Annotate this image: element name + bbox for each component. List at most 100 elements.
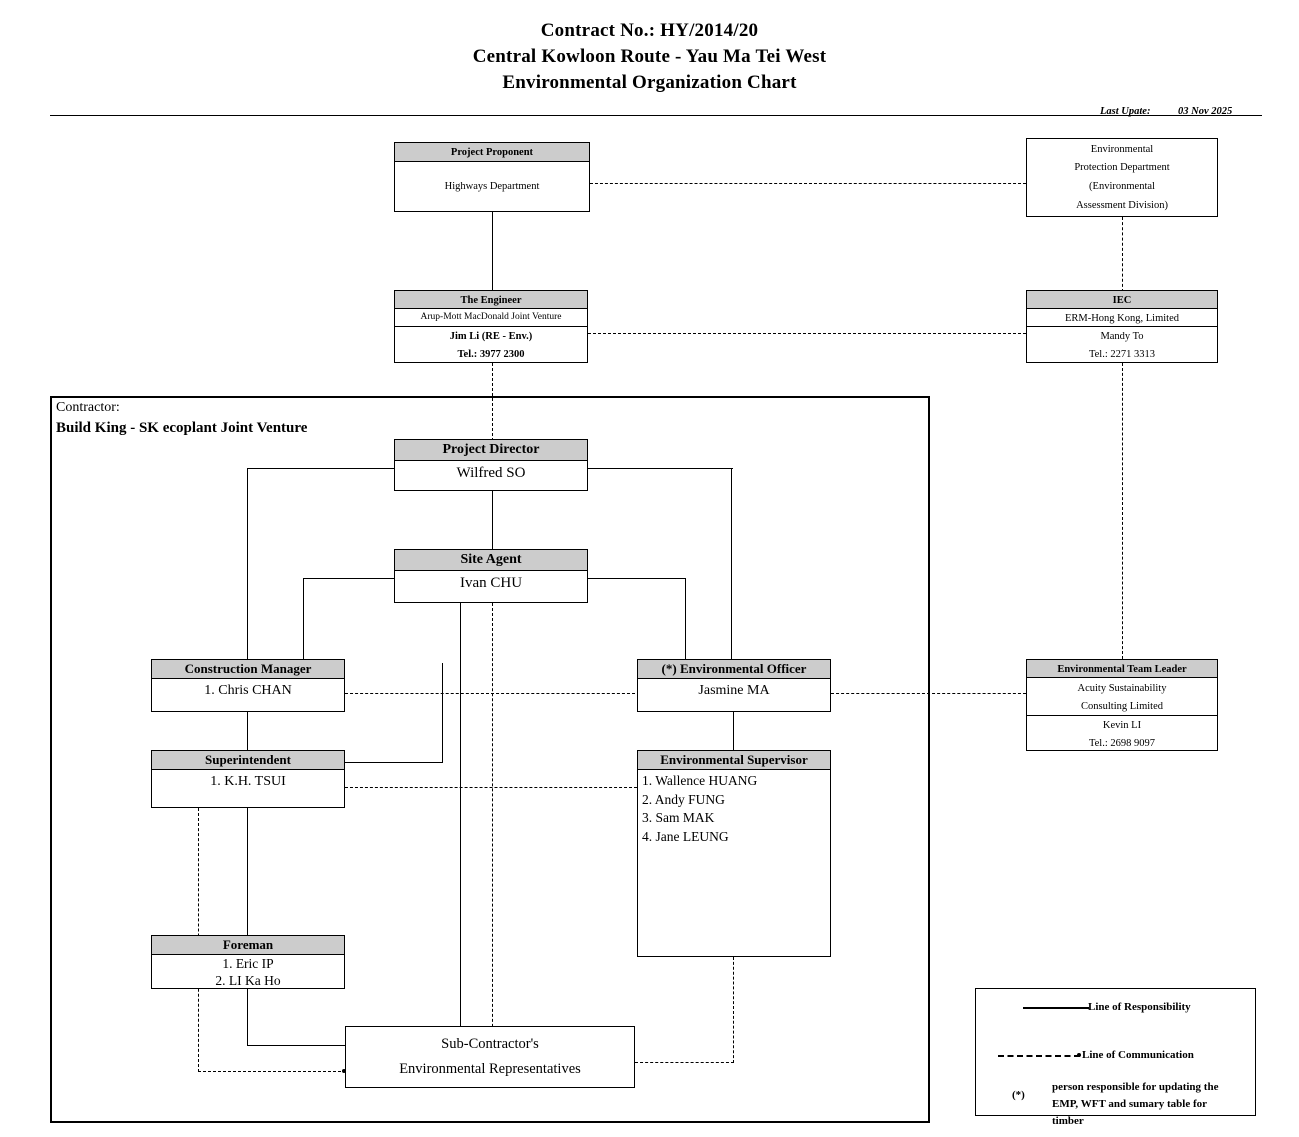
etl-company-line-1: Acuity Sustainability — [1077, 683, 1167, 694]
etl-tel: Tel.: 2698 9097 — [1088, 738, 1156, 749]
page-title: Contract No.: HY/2014/20 Central Kowloon… — [0, 18, 1299, 96]
supervisor-member-2: 2. Andy FUNG — [642, 791, 725, 807]
connector-supervisor-sub-dashed-v — [733, 957, 734, 1063]
project-proponent-body: Highways Department — [444, 180, 540, 192]
connector-foreman-sub-h — [247, 1045, 345, 1046]
connector-siteagent-left-v — [303, 578, 304, 663]
connector-proponent-epd — [590, 183, 1026, 184]
connector-superintendent-supervisor-dashed — [345, 787, 637, 788]
legend-asterisk-note: person responsible for updating the EMP,… — [1052, 1081, 1219, 1127]
supervisor-member-3: 3. Sam MAK — [642, 810, 715, 825]
etl-header: Environmental Team Leader — [1027, 660, 1217, 678]
title-line-2: Central Kowloon Route - Yau Ma Tei West — [472, 46, 827, 67]
project-director-header: Project Director — [395, 440, 587, 461]
connector-engineer-iec — [588, 333, 1026, 334]
construction-manager-header: Construction Manager — [152, 660, 344, 679]
project-proponent-header: Project Proponent — [395, 143, 589, 162]
project-director-person: Wilfred SO — [456, 465, 526, 481]
title-line-1: Contract No.: HY/2014/20 — [540, 20, 759, 41]
title-line-3: Environmental Organization Chart — [502, 72, 797, 93]
connector-cm-superintendent — [247, 712, 248, 754]
engineer-tel: Tel.: 3977 2300 — [457, 349, 525, 360]
legend-communication-label: Line of Communication — [1082, 1049, 1194, 1061]
node-superintendent[interactable]: Superintendent 1. K.H. TSUI — [151, 750, 345, 808]
connector-supervisor-sub-dashed-h — [635, 1062, 734, 1063]
sub-contractor-line-2: Environmental Representatives — [399, 1061, 581, 1077]
contractor-name: Build King - SK ecoplant Joint Venture — [56, 420, 308, 436]
epd-line-2: Protection Department — [1074, 162, 1170, 173]
connector-siteagent-right-v — [685, 578, 686, 663]
environmental-supervisor-header: Environmental Supervisor — [638, 751, 830, 770]
node-environmental-supervisor[interactable]: Environmental Supervisor 1. Wallence HUA… — [637, 750, 831, 957]
foreman-member-2: 2. LI Ka Ho — [215, 973, 281, 988]
superintendent-person: 1. K.H. TSUI — [210, 774, 286, 789]
environmental-supervisor-members: 1. Wallence HUANG 2. Andy FUNG 3. Sam MA… — [638, 770, 830, 956]
superintendent-header: Superintendent — [152, 751, 344, 770]
node-site-agent[interactable]: Site Agent Ivan CHU — [394, 549, 588, 603]
connector-director-right-h — [588, 468, 733, 469]
connector-eo-supervisor — [733, 712, 734, 750]
connector-director-left-h — [247, 468, 395, 469]
site-agent-header: Site Agent — [395, 550, 587, 571]
connector-siteagent-right-h — [588, 578, 686, 579]
node-foreman[interactable]: Foreman 1. Eric IP 2. LI Ka Ho — [151, 935, 345, 989]
contractor-frame — [50, 396, 930, 1123]
connector-siteagent-subcontractor — [460, 603, 461, 1029]
connector-proponent-engineer — [492, 212, 493, 290]
node-environmental-officer[interactable]: (*) Environmental Officer Jasmine MA — [637, 659, 831, 712]
epd-line-3: (Environmental — [1089, 181, 1155, 192]
connector-epd-iec — [1122, 217, 1123, 292]
contractor-frame-label: Contractor: Build King - SK ecoplant Joi… — [56, 398, 307, 439]
engineer-header: The Engineer — [395, 291, 587, 309]
iec-tel: Tel.: 2271 3313 — [1088, 349, 1156, 360]
legend-solid-line-icon — [1023, 1007, 1089, 1009]
connector-engineer-director — [492, 363, 493, 441]
connector-director-siteagent — [492, 491, 493, 552]
legend-responsibility-label: Line of Responsibility — [1088, 1001, 1191, 1013]
engineer-company: Arup-Mott MacDonald Joint Venture — [395, 309, 587, 327]
sub-contractor-line-1: Sub-Contractor's — [441, 1036, 539, 1052]
environmental-officer-header: (*) Environmental Officer — [638, 660, 830, 679]
iec-person: Mandy To — [1100, 331, 1144, 342]
connector-siteagent-left-h — [303, 578, 395, 579]
contractor-label: Contractor: — [56, 400, 120, 415]
engineer-person: Jim Li (RE - Env.) — [449, 331, 533, 342]
legend-dashed-line-icon — [998, 1055, 1080, 1057]
node-sub-contractor-representatives[interactable]: Sub-Contractor's Environmental Represent… — [345, 1026, 635, 1088]
legend-asterisk-marker: (*) — [1012, 1089, 1025, 1101]
epd-line-4: Assessment Division) — [1076, 200, 1168, 211]
connector-superintendent-right-h — [345, 762, 443, 763]
site-agent-person: Ivan CHU — [459, 575, 523, 591]
connector-cm-eo-dashed — [345, 693, 635, 694]
connector-iec-etl — [1122, 363, 1123, 659]
iec-header: IEC — [1027, 291, 1217, 309]
connector-director-right-v — [731, 468, 732, 663]
etl-company-line-2: Consulting Limited — [1027, 697, 1217, 716]
node-environmental-protection-department[interactable]: Environmental Protection Department (Env… — [1026, 138, 1218, 217]
node-environmental-team-leader[interactable]: Environmental Team Leader Acuity Sustain… — [1026, 659, 1218, 751]
node-project-director[interactable]: Project Director Wilfred SO — [394, 439, 588, 491]
connector-director-left-v — [247, 468, 248, 663]
epd-line-1: Environmental — [1090, 144, 1154, 155]
connector-dot-subcontractor — [342, 1069, 346, 1073]
title-divider — [50, 115, 1262, 116]
foreman-header: Foreman — [152, 936, 344, 955]
foreman-member-1: 1. Eric IP — [222, 956, 274, 971]
node-project-proponent[interactable]: Project Proponent Highways Department — [394, 142, 590, 212]
node-the-engineer[interactable]: The Engineer Arup-Mott MacDonald Joint V… — [394, 290, 588, 363]
environmental-officer-person: Jasmine MA — [698, 683, 770, 698]
supervisor-member-1: 1. Wallence HUANG — [642, 773, 758, 788]
last-update-label: Last Upate: — [1100, 106, 1151, 117]
node-construction-manager[interactable]: Construction Manager 1. Chris CHAN — [151, 659, 345, 712]
legend-box: Line of Responsibility Line of Communica… — [975, 988, 1256, 1127]
last-update-value: 03 Nov 2025 — [1178, 106, 1233, 117]
connector-foreman-sub-v — [247, 989, 248, 1046]
legend-dot-icon — [1077, 1053, 1081, 1057]
construction-manager-person: 1. Chris CHAN — [204, 683, 292, 698]
node-iec[interactable]: IEC ERM-Hong Kong, Limited Mandy To Tel.… — [1026, 290, 1218, 363]
connector-superintendent-right-v — [442, 663, 443, 762]
connector-eo-etl-dashed — [831, 693, 1026, 694]
etl-person: Kevin LI — [1102, 720, 1142, 731]
connector-superintendent-foreman — [247, 808, 248, 936]
